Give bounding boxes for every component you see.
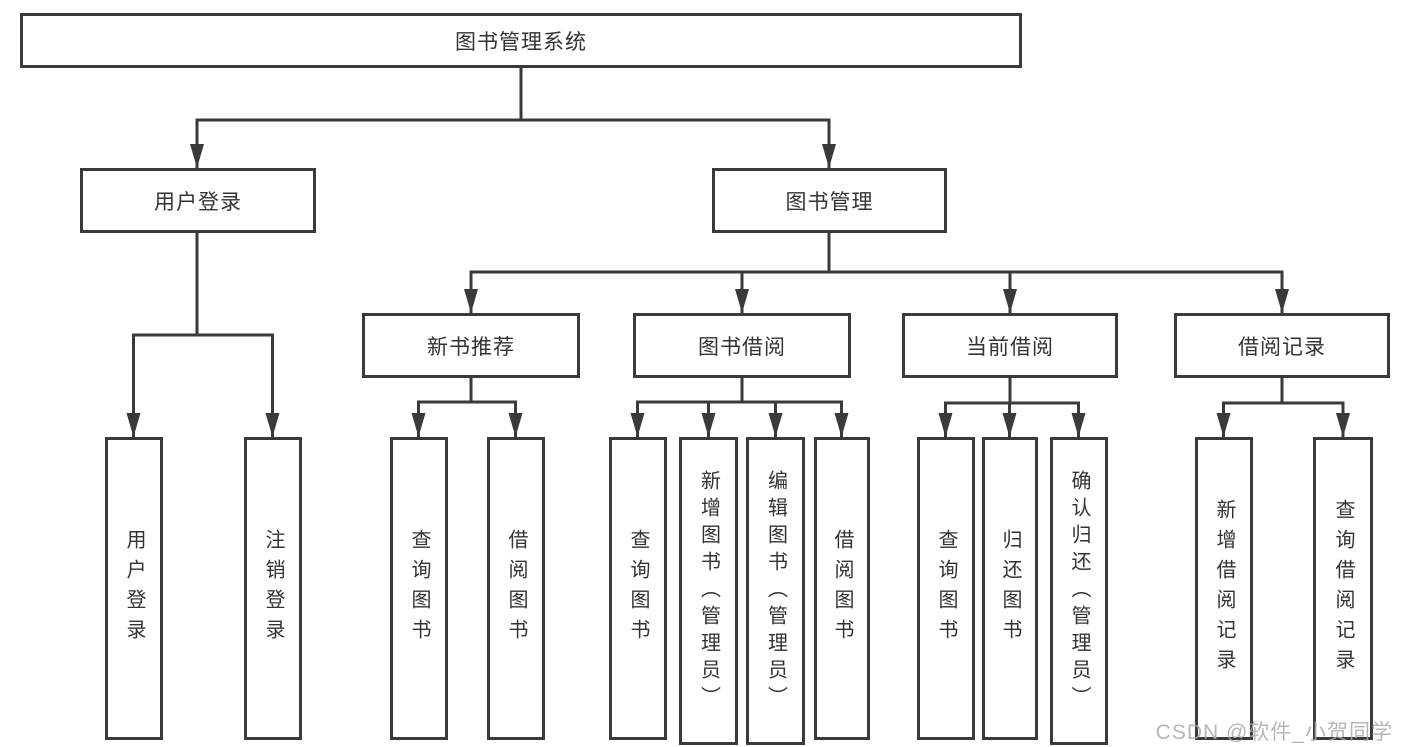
connector-line xyxy=(944,401,1080,437)
leaf-label: 确认归还（管理员） xyxy=(1068,469,1090,713)
leaf-label: 编辑图书（管理员） xyxy=(764,469,787,713)
arrow-down-icon xyxy=(1003,289,1017,313)
leaf-edit-books-admin: 编辑图书（管理员） xyxy=(746,437,805,745)
arrow-down-icon xyxy=(834,413,849,437)
leaf-label: 查询图书 xyxy=(935,528,957,649)
leaf-borrow-books: 借阅图书 xyxy=(814,437,870,740)
arrow-down-icon xyxy=(630,413,645,437)
leaf-query-books-borrow: 查询图书 xyxy=(609,437,667,740)
node-book-management: 图书管理 xyxy=(712,168,947,233)
node-new-book-recommend: 新书推荐 xyxy=(362,313,580,378)
watermark: CSDN @软件_小贺同学 xyxy=(1155,721,1393,744)
leaf-borrow-books-recommend: 借阅图书 xyxy=(487,437,545,740)
leaf-label: 查询借阅记录 xyxy=(1332,498,1354,679)
connector-line xyxy=(132,333,274,437)
leaf-label: 用户登录 xyxy=(123,528,145,649)
leaf-add-borrow-record: 新增借阅记录 xyxy=(1195,437,1253,740)
connector-line xyxy=(417,400,517,437)
arrow-down-icon xyxy=(822,144,836,168)
connector-line xyxy=(1222,401,1345,437)
node-current-borrow: 当前借阅 xyxy=(902,313,1118,378)
connector-line xyxy=(469,270,1284,313)
connector-line xyxy=(195,118,831,168)
arrow-down-icon xyxy=(1071,413,1086,437)
leaf-return-books: 归还图书 xyxy=(982,437,1038,740)
leaf-label: 新增借阅记录 xyxy=(1213,498,1235,679)
arrow-down-icon xyxy=(411,413,426,437)
arrow-down-icon xyxy=(1002,413,1017,437)
node-root-library-system: 图书管理系统 xyxy=(20,13,1022,68)
node-user-login: 用户登录 xyxy=(80,168,316,233)
arrow-down-icon xyxy=(768,413,783,437)
arrow-down-icon xyxy=(1275,289,1289,313)
arrow-down-icon xyxy=(265,413,280,437)
arrow-down-icon xyxy=(735,289,749,313)
leaf-logout: 注销登录 xyxy=(244,437,302,740)
arrow-down-icon xyxy=(938,413,953,437)
node-book-borrow: 图书借阅 xyxy=(633,313,851,378)
leaf-user-login: 用户登录 xyxy=(105,437,163,740)
arrow-down-icon xyxy=(1216,413,1231,437)
arrow-down-icon xyxy=(508,413,523,437)
arrow-down-icon xyxy=(126,413,141,437)
arrow-down-icon xyxy=(464,289,478,313)
leaf-label: 注销登录 xyxy=(262,528,284,649)
leaf-query-books-current: 查询图书 xyxy=(917,437,975,740)
leaf-query-books-recommend: 查询图书 xyxy=(390,437,448,740)
leaf-add-books-admin: 新增图书（管理员） xyxy=(679,437,738,745)
arrow-down-icon xyxy=(190,144,204,168)
connector-line xyxy=(636,400,843,437)
leaf-query-borrow-record: 查询借阅记录 xyxy=(1313,437,1373,740)
node-borrow-records: 借阅记录 xyxy=(1174,313,1390,378)
arrow-down-icon xyxy=(701,413,716,437)
leaf-label: 查询图书 xyxy=(408,528,430,649)
arrow-down-icon xyxy=(1336,413,1350,437)
leaf-label: 归还图书 xyxy=(999,528,1021,649)
leaf-label: 借阅图书 xyxy=(505,528,527,649)
leaf-label: 新增图书（管理员） xyxy=(697,469,720,713)
leaf-confirm-return-admin: 确认归还（管理员） xyxy=(1050,437,1108,745)
leaf-label: 借阅图书 xyxy=(831,528,853,649)
leaf-label: 查询图书 xyxy=(627,528,649,649)
